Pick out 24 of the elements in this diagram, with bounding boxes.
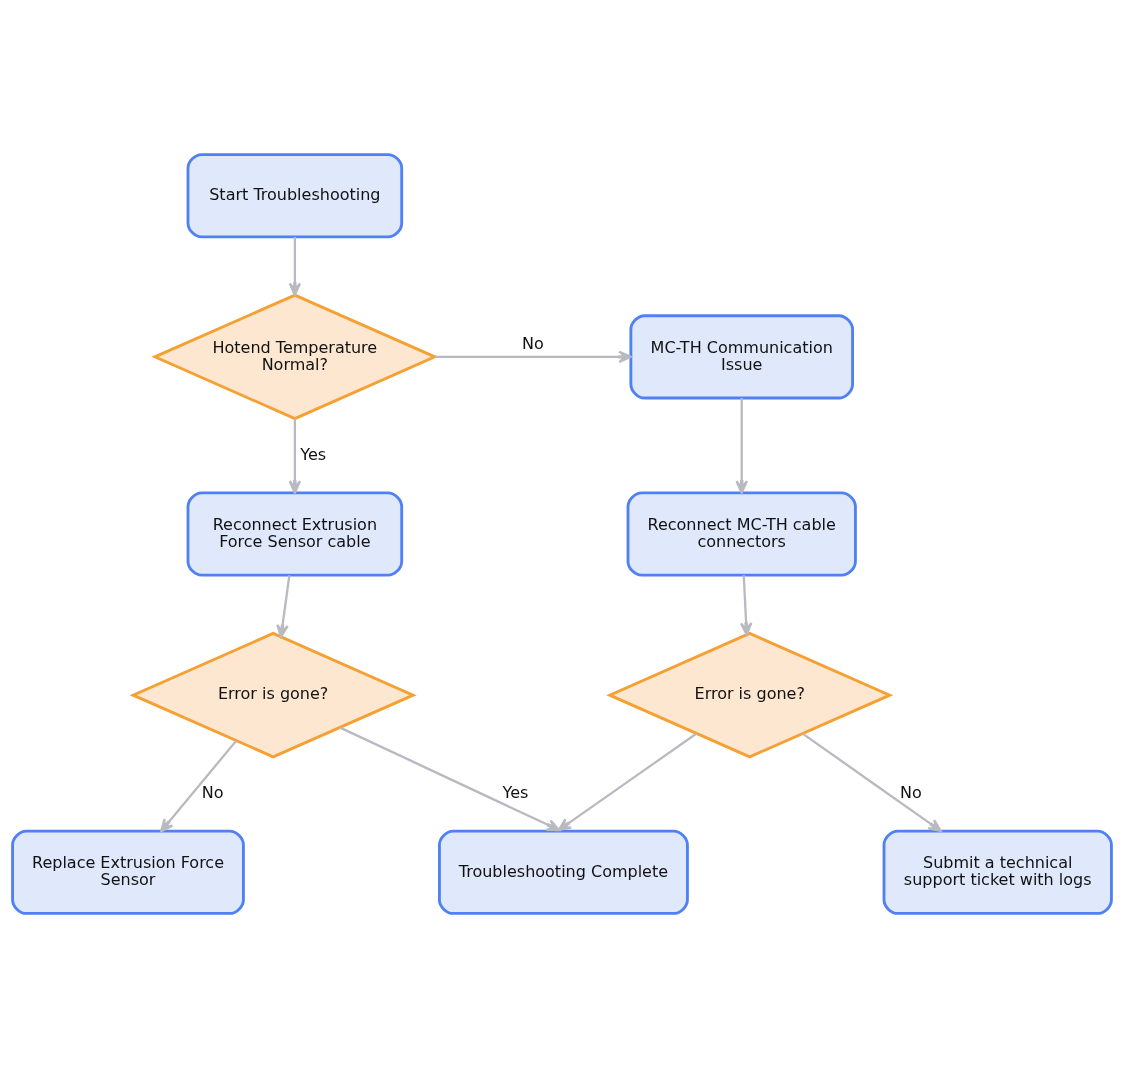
node-box: Troubleshooting Complete — [438, 829, 689, 915]
arrow — [435, 350, 632, 364]
edge-label: No — [899, 783, 922, 803]
arrow — [735, 398, 748, 494]
arrow — [339, 726, 560, 832]
node-diamond: Error is gone? — [606, 631, 894, 759]
arrow — [801, 732, 942, 832]
node-box: Replace Extrusion Force Sensor — [11, 829, 245, 915]
node-box: Submit a technical support ticket with logs — [882, 829, 1113, 915]
arrow — [160, 740, 238, 833]
node-box: Start Troubleshooting — [186, 153, 404, 239]
arrow — [739, 575, 753, 636]
arrow — [557, 732, 698, 832]
node-box: Reconnect Extrusion Force Sensor cable — [186, 491, 404, 577]
arrow — [276, 575, 291, 638]
node-diamond: Error is gone? — [129, 631, 417, 759]
edge-label: Yes — [300, 444, 327, 464]
arrow — [288, 418, 302, 494]
edge-label: Yes — [502, 783, 529, 803]
arrow — [288, 236, 302, 297]
node-box: MC-TH Communication Issue — [629, 314, 854, 400]
edge-label: No — [521, 334, 544, 354]
node-box: Reconnect MC-TH cable connectors — [626, 491, 857, 577]
edge-label: No — [201, 783, 224, 803]
